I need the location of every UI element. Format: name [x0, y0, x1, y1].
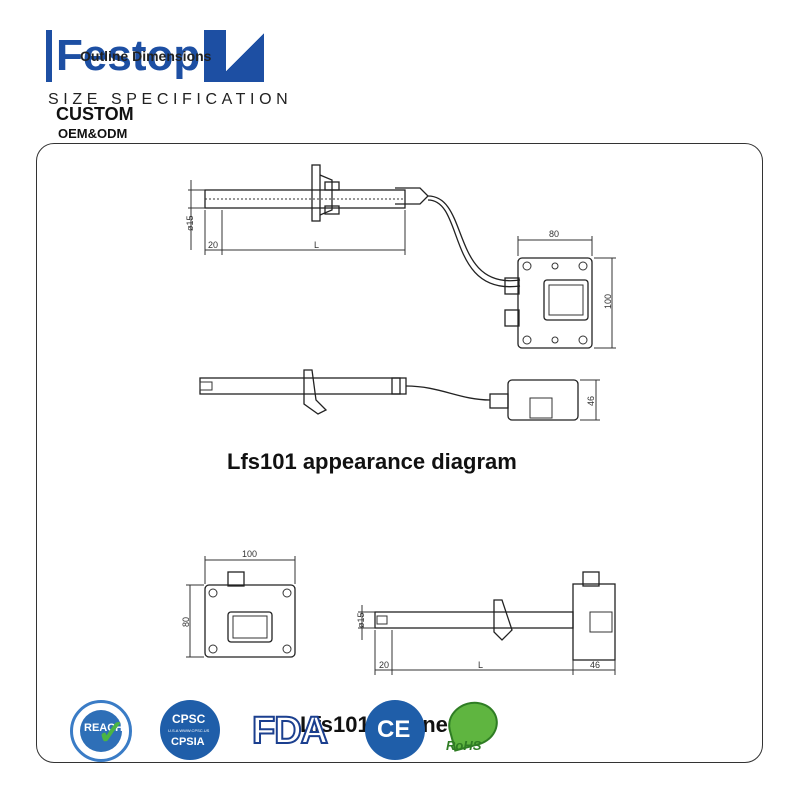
dim-bottom-side-depth: 46 — [590, 660, 600, 670]
dim-top-box-height: 100 — [603, 294, 613, 309]
rohs-certification-logo: RoHS — [443, 696, 503, 760]
dim-bottom-box-height: 80 — [181, 617, 191, 627]
appearance-diagram-caption: Lfs101 appearance diagram — [227, 449, 517, 474]
brand-logo: Festop — [52, 30, 205, 82]
fda-certification-logo: FDA — [251, 709, 329, 753]
checkmark-icon: ✓ — [97, 714, 126, 752]
size-specification-label: SIZE SPECIFICATION — [48, 91, 293, 108]
dim-bottom-dia: ø15 — [356, 612, 366, 628]
cpsc-certification-logo: CPSC U.S.A WWW.CPSC.US CPSIA — [160, 700, 220, 760]
top-front-view: ø15 20 L — [185, 164, 521, 288]
oem-odm-label: OEM&ODM — [58, 126, 128, 141]
bottom-box-front: 100 80 — [181, 549, 296, 658]
dim-top-L: L — [314, 240, 319, 250]
dim-bottom-L: L — [478, 660, 483, 670]
bottom-side-view: ø15 20 L 46 — [356, 571, 616, 675]
custom-label: CUSTOM — [56, 104, 134, 124]
diagram-panel — [36, 143, 763, 763]
dim-bottom-box-width: 100 — [242, 549, 257, 559]
reach-certification-logo: REACH ✓ — [70, 700, 132, 762]
section-heading: Outline Dimensions — [80, 48, 212, 64]
top-box-front: 80 100 — [504, 229, 616, 349]
dim-top-side-depth: 46 — [586, 396, 596, 406]
dim-top-box-width: 80 — [549, 229, 559, 239]
dim-bottom-20: 20 — [379, 660, 389, 670]
dim-top-20: 20 — [208, 240, 218, 250]
top-side-view: 46 — [199, 369, 600, 421]
ce-certification-logo: CE — [365, 700, 425, 760]
dim-top-dia: ø15 — [185, 215, 195, 231]
